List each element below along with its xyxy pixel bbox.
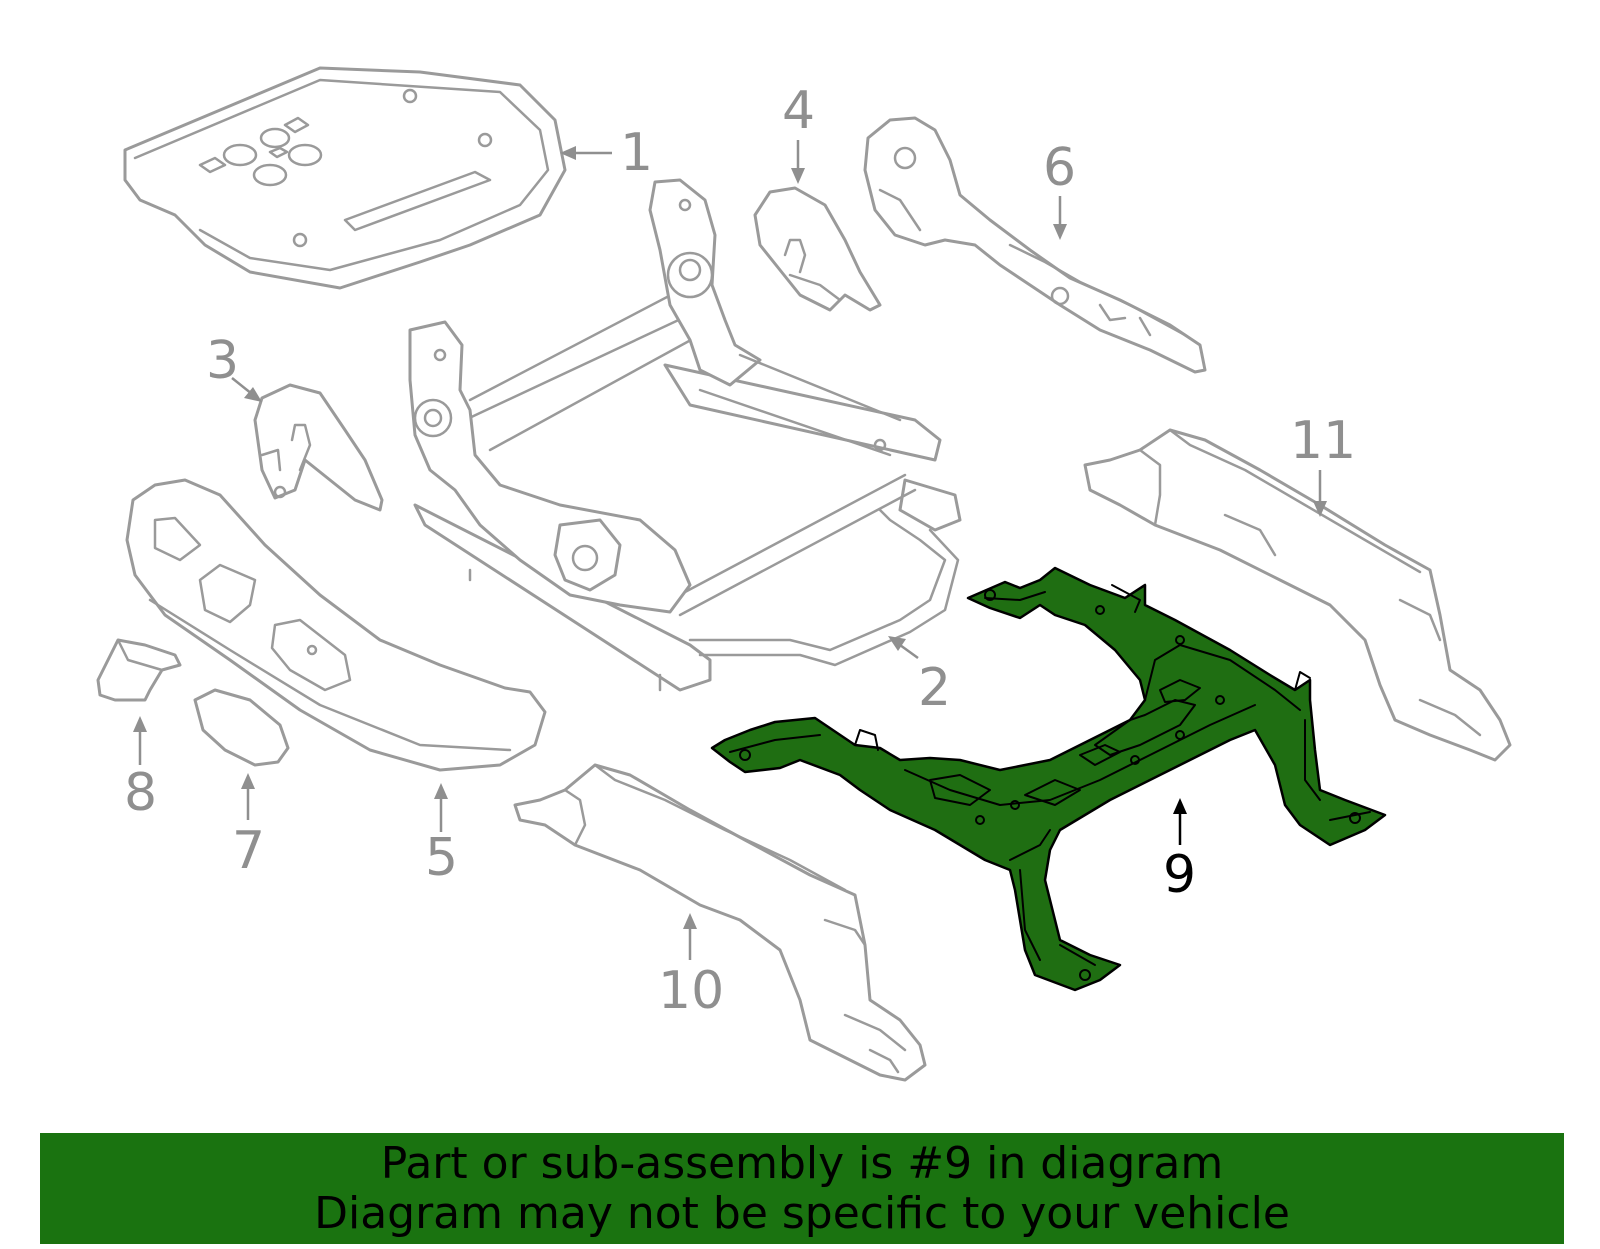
info-banner: Part or sub-assembly is #9 in diagram Di… [40,1133,1564,1244]
callout-8: 8 [124,716,157,823]
callout-10-label: 10 [658,961,724,1021]
part-1-seat-cushion-pan [123,66,567,290]
callout-3-label: 3 [206,331,239,391]
callout-9-label: 9 [1163,845,1196,905]
callout-9: 9 [1163,798,1196,905]
callout-2-label: 2 [918,658,951,718]
callout-2: 2 [888,636,951,718]
part-3-side-bracket [253,383,384,512]
callout-3: 3 [206,331,262,402]
part-10-track-cover-left [513,763,927,1082]
banner-line-1: Part or sub-assembly is #9 in diagram [380,1137,1224,1189]
part-8-cap [96,638,182,702]
banner-line-2: Diagram may not be specific to your vehi… [314,1187,1290,1239]
part-2-seat-frame-assembly [408,178,962,692]
part-11-track-cover-right [1083,428,1512,762]
callout-1-label: 1 [620,123,653,183]
part-4-recliner-cover [753,186,882,312]
callout-10: 10 [658,913,724,1021]
callout-7-label: 7 [232,821,265,881]
callout-11: 11 [1290,411,1356,517]
part-6-side-trim [863,116,1207,374]
callout-5-label: 5 [425,828,458,888]
callout-6-label: 6 [1043,138,1076,198]
callout-6: 6 [1043,138,1076,240]
callout-4-label: 4 [782,81,815,141]
callout-7: 7 [232,773,265,881]
part-5-side-shield [125,478,547,772]
part-9-seat-riser-highlighted [710,566,1387,992]
callout-5: 5 [425,783,458,888]
part-7-oval-cover [193,688,290,767]
callout-4: 4 [782,81,815,184]
callout-1: 1 [560,123,653,183]
callout-11-label: 11 [1290,411,1356,471]
callout-8-label: 8 [124,763,157,823]
